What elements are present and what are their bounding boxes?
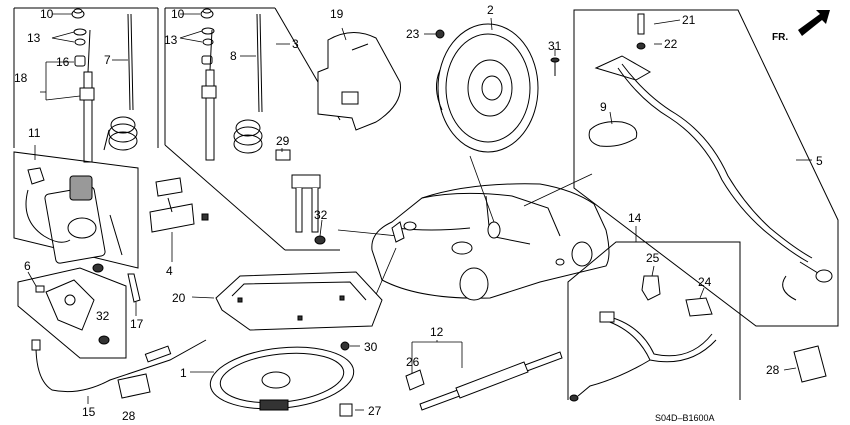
feeder-cable-group	[405, 340, 563, 411]
front-direction-arrow	[798, 10, 830, 36]
callout-labels: 10 13 16 18 7 10 13 8 3 19 23 2 31 21 22…	[14, 3, 823, 423]
callout-6: 6	[24, 259, 31, 273]
callout-4: 4	[166, 264, 173, 278]
small-fasteners	[339, 341, 364, 417]
car-illustration	[337, 155, 610, 305]
callout-28: 28	[122, 409, 136, 423]
callout-17: 17	[130, 317, 144, 331]
callout-10-middle: 10	[171, 7, 185, 21]
callout-32: 32	[96, 309, 110, 323]
callout-15: 15	[82, 405, 96, 419]
callout-5: 5	[816, 154, 823, 168]
callout-26: 26	[406, 355, 420, 369]
reference-code: S04D–B1600A	[655, 413, 715, 423]
callout-12: 12	[430, 325, 444, 339]
callout-30: 30	[364, 340, 378, 354]
callout-1: 1	[180, 366, 187, 380]
pad-right	[783, 345, 827, 383]
callout-31: 31	[548, 39, 562, 53]
speaker-round	[424, 17, 560, 153]
callout-3: 3	[292, 37, 299, 51]
callout-23: 23	[406, 27, 420, 41]
callout-32-middle: 32	[314, 208, 328, 222]
extension-cable-group	[567, 226, 741, 402]
callout-14: 14	[628, 211, 642, 225]
speaker-tray	[191, 271, 383, 331]
callout-21: 21	[682, 13, 696, 27]
lower-left-bracket-group	[17, 267, 141, 359]
callout-24: 24	[698, 275, 712, 289]
callout-13: 13	[27, 31, 41, 45]
speaker-oval	[190, 346, 355, 411]
callout-19: 19	[330, 7, 344, 21]
callout-13-middle: 13	[164, 33, 178, 47]
callout-29: 29	[276, 134, 290, 148]
callout-28-right: 28	[766, 363, 780, 377]
callout-18: 18	[14, 71, 28, 85]
cover-part	[317, 27, 401, 131]
callout-2: 2	[487, 3, 494, 17]
cable-group-left	[31, 339, 207, 404]
motor-antenna-group	[13, 145, 209, 273]
callout-9: 9	[600, 100, 607, 114]
antenna-lead-group	[573, 9, 839, 327]
callout-8: 8	[230, 49, 237, 63]
antenna-group-middle	[164, 7, 341, 251]
callout-20: 20	[172, 291, 186, 305]
antenna-group-left	[13, 7, 159, 163]
callout-16: 16	[56, 55, 70, 69]
callout-22: 22	[664, 37, 678, 51]
callout-27: 27	[368, 404, 382, 418]
callout-25: 25	[646, 251, 660, 265]
direction-label: FR.	[772, 32, 788, 43]
callout-10: 10	[40, 7, 54, 21]
callout-7: 7	[104, 53, 111, 67]
callout-11: 11	[28, 126, 41, 140]
